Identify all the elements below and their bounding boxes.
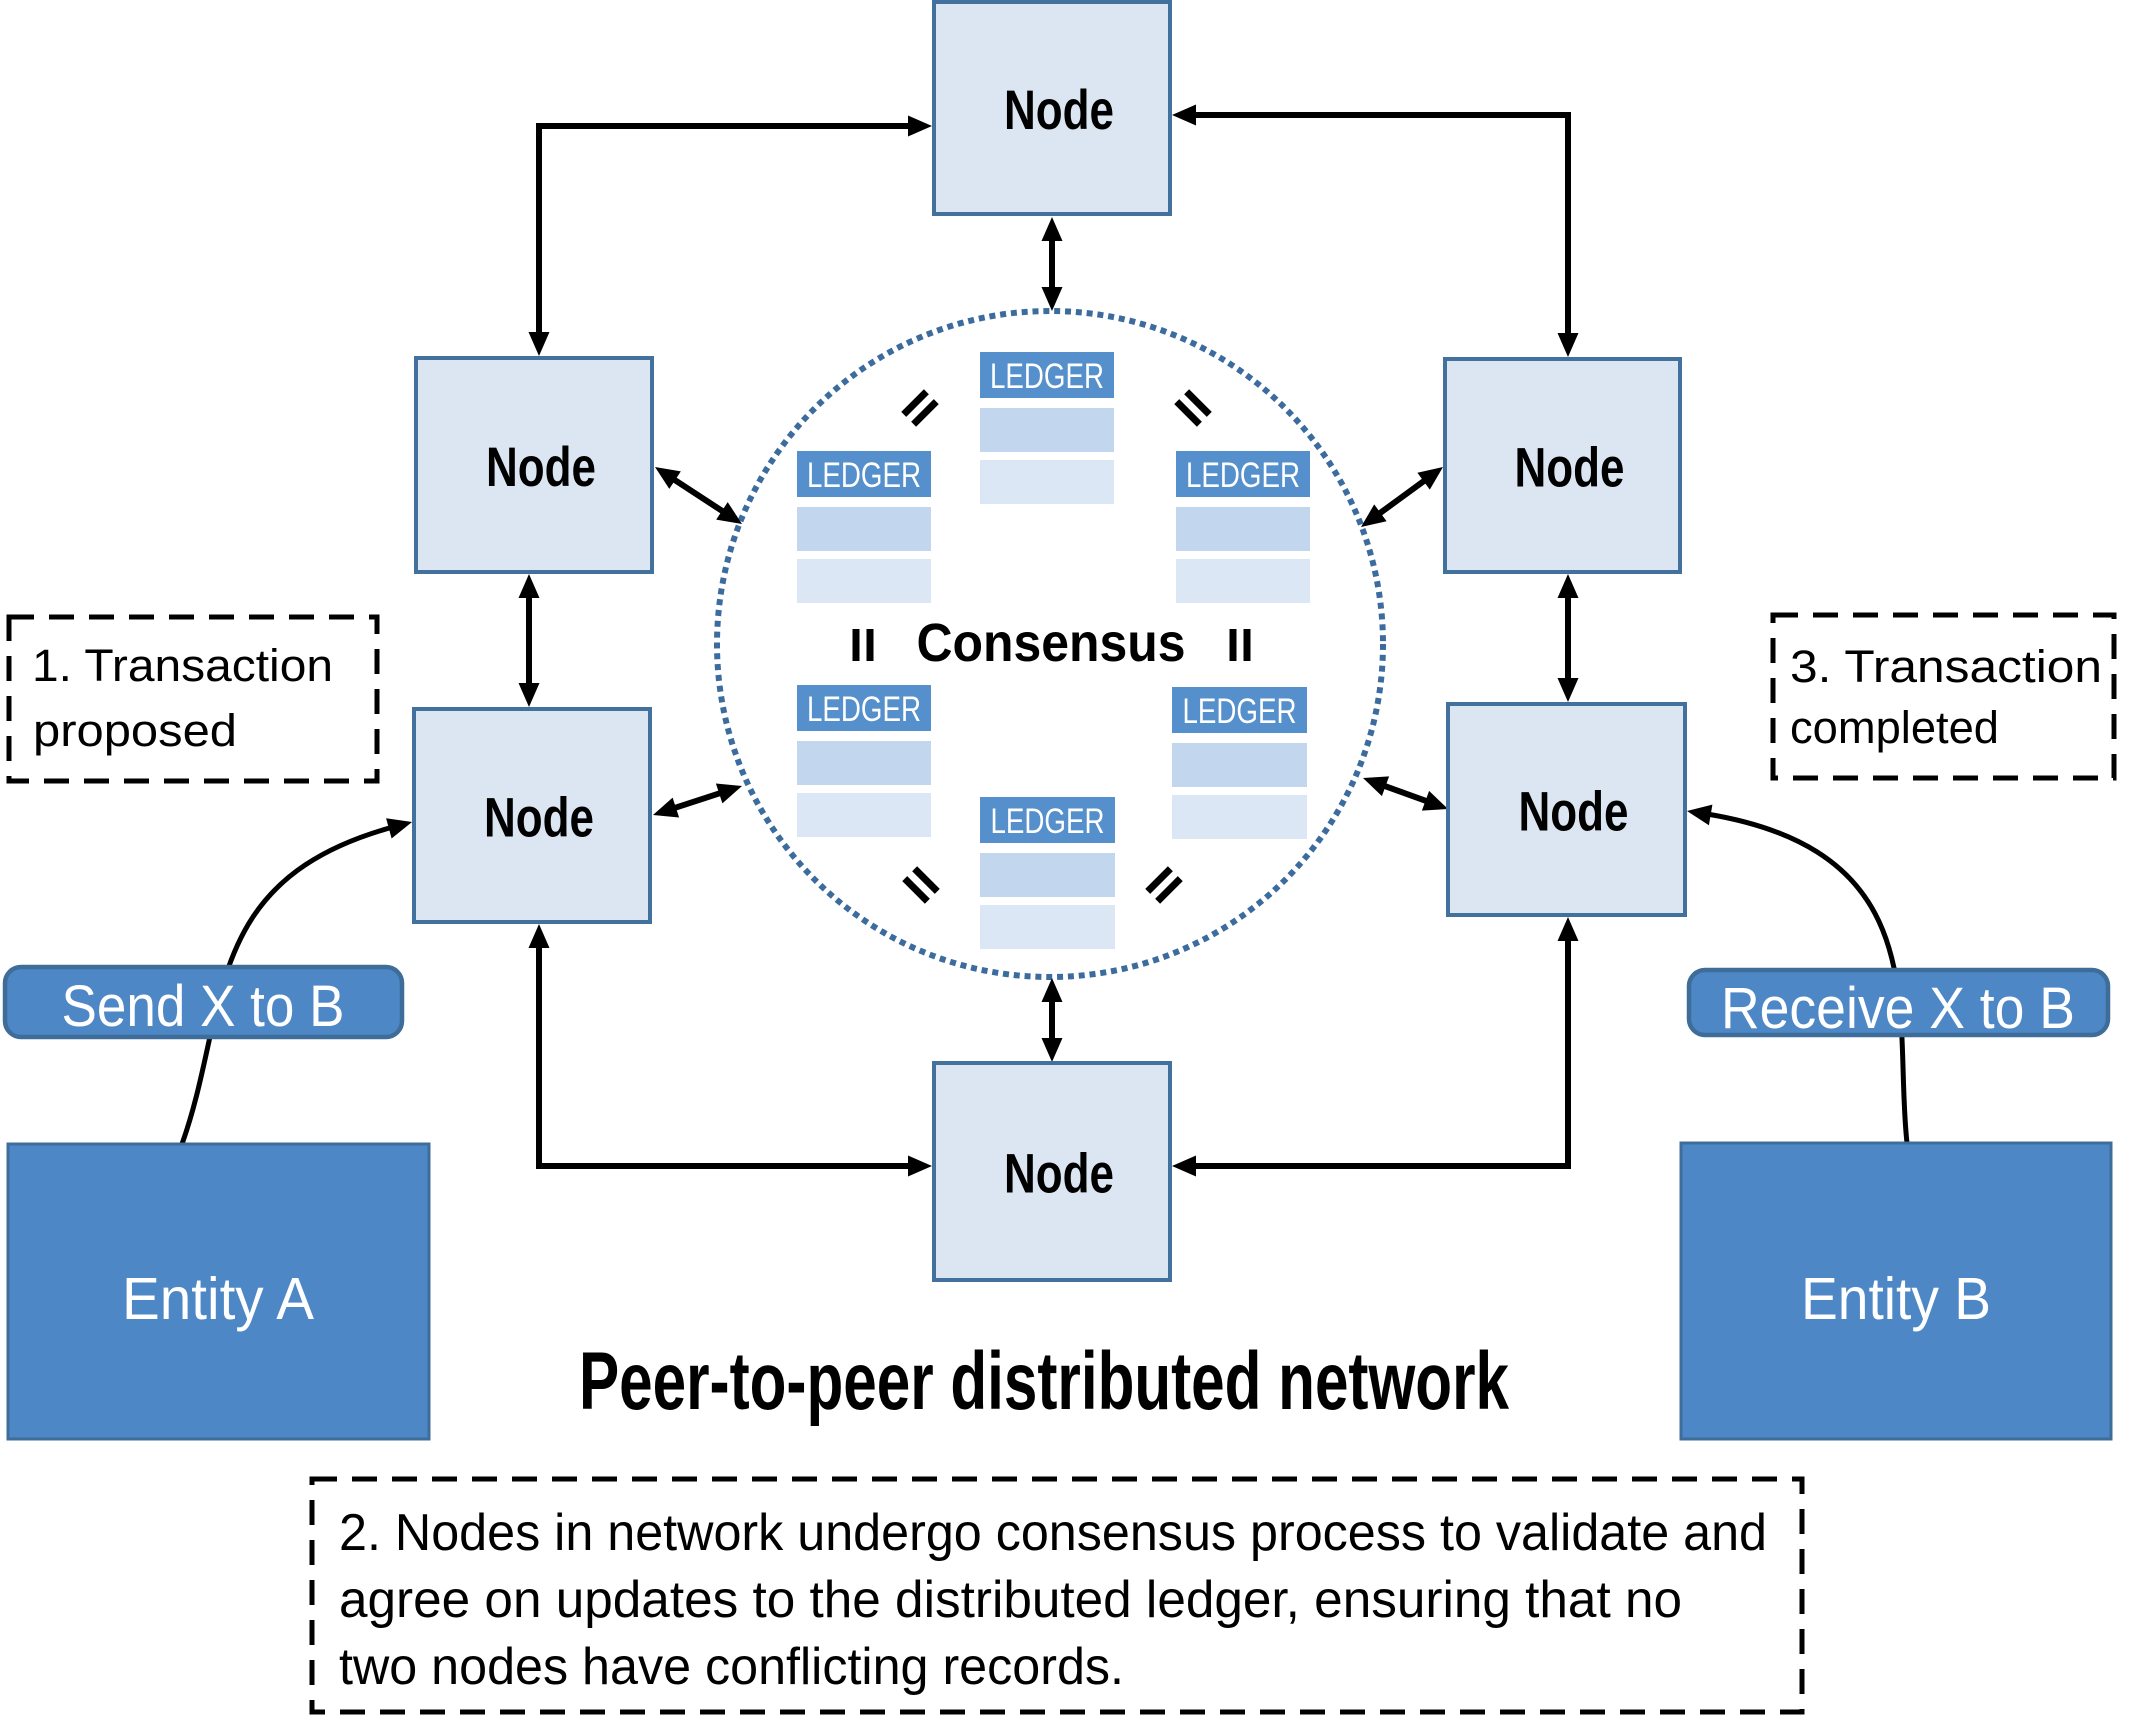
svg-text:3. Transaction: 3. Transaction [1790, 641, 2102, 692]
svg-text:1. Transaction: 1. Transaction [32, 640, 333, 691]
svg-text:Node: Node [1519, 780, 1629, 843]
svg-text:two nodes have conflicting rec: two nodes have conflicting records. [339, 1638, 1124, 1696]
svg-text:LEDGER: LEDGER [807, 456, 921, 495]
svg-text:Node: Node [484, 786, 594, 849]
svg-text:proposed: proposed [33, 705, 237, 756]
svg-text:Node: Node [1004, 1142, 1114, 1205]
svg-text:LEDGER: LEDGER [1186, 456, 1300, 495]
svg-text:Peer-to-peer distributed netwo: Peer-to-peer distributed network [579, 1336, 1509, 1427]
svg-text:LEDGER: LEDGER [991, 802, 1105, 841]
svg-text:Send X to B: Send X to B [62, 974, 345, 1039]
svg-text:LEDGER: LEDGER [807, 690, 921, 729]
svg-text:Entity B: Entity B [1801, 1266, 1991, 1332]
svg-text:Node: Node [486, 435, 596, 498]
svg-text:Receive X to B: Receive X to B [1721, 976, 2075, 1041]
svg-text:Consensus: Consensus [917, 613, 1186, 673]
svg-text:LEDGER: LEDGER [990, 357, 1104, 396]
svg-text:agree on updates to the distri: agree on updates to the distributed ledg… [339, 1571, 1682, 1629]
svg-text:Node: Node [1515, 436, 1625, 499]
svg-text:2. Nodes in network undergo co: 2. Nodes in network undergo consensus pr… [339, 1504, 1767, 1562]
svg-text:Node: Node [1004, 78, 1114, 141]
svg-text:Entity A: Entity A [122, 1266, 315, 1332]
svg-text:LEDGER: LEDGER [1183, 692, 1297, 731]
svg-text:completed: completed [1790, 702, 1999, 753]
